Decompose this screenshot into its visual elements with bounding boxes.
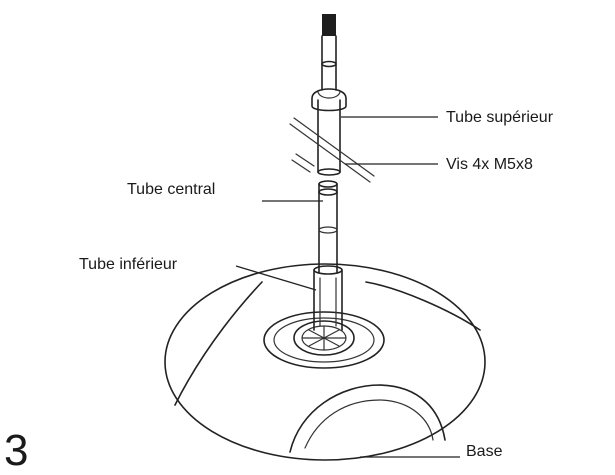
step-number: 3 <box>4 426 28 475</box>
label-center-tube: Tube central <box>127 181 215 198</box>
screws-drawing <box>289 117 375 183</box>
center-tube-drawing <box>318 180 338 273</box>
lower-tube-drawing <box>313 265 343 331</box>
cable-end-icon <box>322 14 336 36</box>
base-drawing <box>164 263 486 461</box>
label-base: Base <box>466 443 503 460</box>
label-lower-tube: Tube inférieur <box>79 256 178 273</box>
upper-tube-drawing <box>311 14 347 176</box>
label-screws: Vis 4x M5x8 <box>446 156 533 173</box>
label-upper-tube: Tube supérieur <box>446 109 554 126</box>
leader-lines <box>235 116 460 458</box>
